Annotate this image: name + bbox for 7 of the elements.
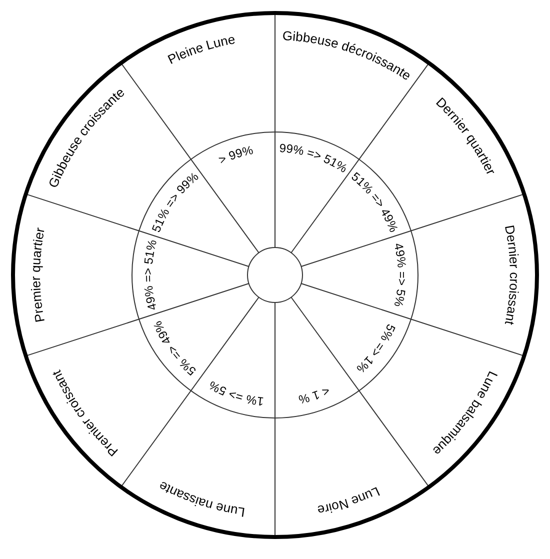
illumination-range: 5% => 1% bbox=[354, 322, 398, 376]
phase-name: Lune Noire bbox=[316, 484, 382, 518]
illumination-range: 1% => 5% bbox=[206, 378, 264, 408]
illumination-range: > 99% bbox=[216, 143, 254, 168]
illumination-range: 99% => 51% bbox=[278, 141, 350, 176]
illumination-range: < 1 % bbox=[297, 384, 332, 407]
phase-name: Pleine Lune bbox=[165, 31, 236, 68]
